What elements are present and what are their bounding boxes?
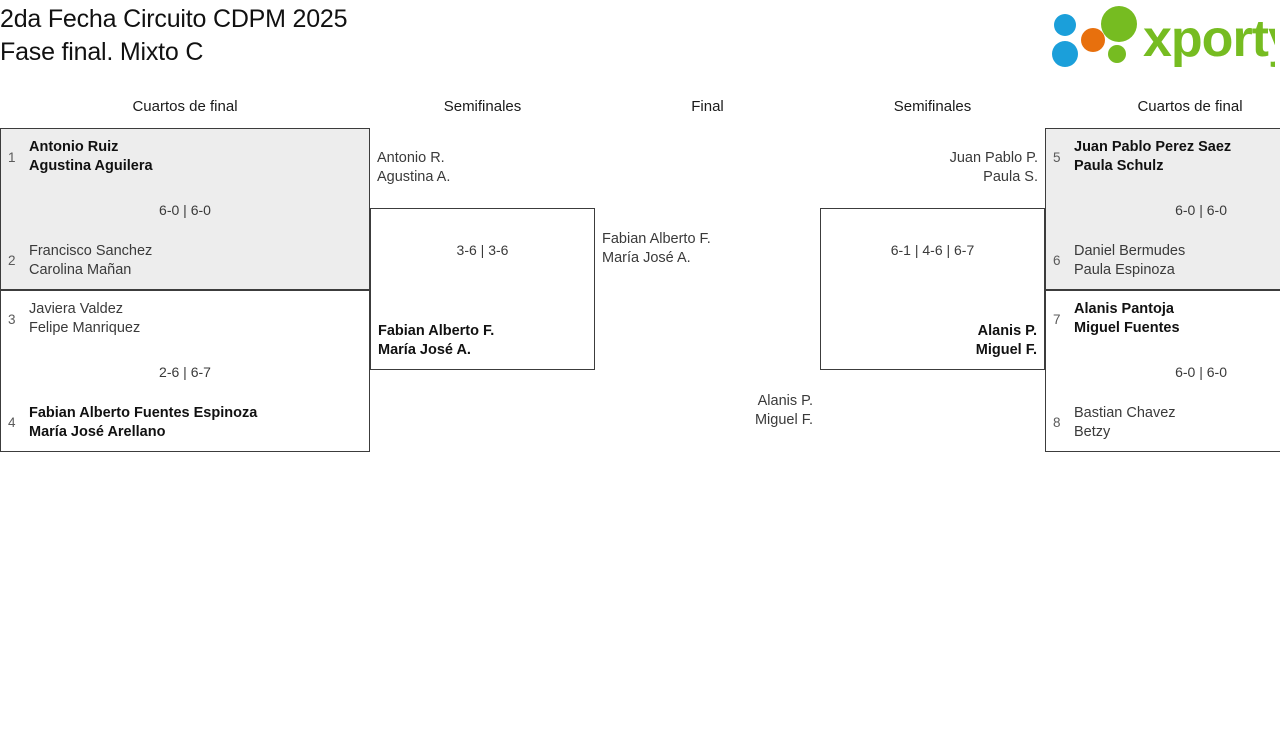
player-name: María José Arellano: [29, 424, 166, 440]
player-name: Paula Schulz: [1074, 158, 1164, 174]
player-name: Juan Pablo P.: [949, 150, 1038, 166]
player-name: Felipe Manriquez: [29, 320, 141, 336]
score-qf3: 6-0 | 6-0: [1175, 202, 1227, 218]
team-qf3-top: Juan Pablo Perez Saez Paula Schulz: [1074, 138, 1231, 176]
xporty-logo[interactable]: xporty: [1043, 6, 1275, 68]
column-header-sf-left: Semifinales: [443, 98, 522, 115]
player-name: Miguel F.: [975, 342, 1037, 358]
column-header-qf-right: Cuartos de final: [1137, 98, 1243, 115]
team-qf1-bottom: Francisco Sanchez Carolina Mañan: [29, 242, 152, 280]
player-name: Paula Espinoza: [1074, 262, 1175, 278]
match-box-qf1[interactable]: 1 Antonio Ruiz Agustina Aguilera 6-0 | 6…: [0, 128, 370, 290]
player-name: Fabian Alberto F.: [602, 231, 711, 247]
player-name: Betzy: [1074, 424, 1111, 440]
player-name: Antonio Ruiz: [29, 139, 119, 155]
player-name: Juan Pablo Perez Saez: [1074, 139, 1232, 155]
seed-number-4: 4: [8, 415, 16, 430]
team-qf1-top: Antonio Ruiz Agustina Aguilera: [29, 138, 153, 176]
page-title: 2da Fecha Circuito CDPM 2025 Fase final.…: [0, 3, 348, 69]
team-qf2-top: Javiera Valdez Felipe Manriquez: [29, 300, 140, 338]
logo-dot-blue-bottom: [1052, 41, 1078, 67]
match-box-sf-right[interactable]: 6-1 | 4-6 | 6-7 Alanis P. Miguel F.: [820, 208, 1045, 370]
team-qf3-bottom: Daniel Bermudes Paula Espinoza: [1074, 242, 1185, 280]
finalist-right: Alanis P. Miguel F.: [755, 392, 813, 430]
seed-number-1: 1: [8, 150, 16, 165]
player-name: Paula S.: [983, 169, 1038, 185]
player-name: Antonio R.: [377, 150, 445, 166]
player-name: Bastian Chavez: [1074, 405, 1176, 421]
seed-number-5: 5: [1053, 150, 1061, 165]
team-sf-right-bottom: Alanis P. Miguel F.: [976, 322, 1037, 360]
page-header: 2da Fecha Circuito CDPM 2025 Fase final.…: [0, 0, 1280, 88]
player-name: María José A.: [602, 250, 691, 266]
player-name: Alanis Pantoja: [1074, 301, 1174, 317]
match-box-qf4[interactable]: 7 Alanis Pantoja Miguel Fuentes 6-0 | 6-…: [1045, 290, 1280, 452]
column-header-final: Final: [691, 98, 724, 115]
match-box-qf2[interactable]: 3 Javiera Valdez Felipe Manriquez 2-6 | …: [0, 290, 370, 452]
logo-wordmark: xporty: [1143, 10, 1275, 68]
player-name: Fabian Alberto Fuentes Espinoza: [29, 405, 258, 421]
logo-dot-blue-top: [1054, 14, 1076, 36]
player-name: Alanis P.: [757, 393, 813, 409]
score-qf1: 6-0 | 6-0: [159, 202, 211, 218]
team-qf2-bottom: Fabian Alberto Fuentes Espinoza María Jo…: [29, 404, 257, 442]
player-name: Daniel Bermudes: [1074, 243, 1186, 259]
score-sf-right: 6-1 | 4-6 | 6-7: [890, 242, 975, 258]
seed-number-3: 3: [8, 312, 16, 327]
score-qf4: 6-0 | 6-0: [1175, 364, 1227, 380]
title-line-2: Fase final. Mixto C: [0, 38, 204, 66]
team-sf-left-bottom: Fabian Alberto F. María José A.: [378, 322, 494, 360]
team-sf-left-top: Antonio R. Agustina A.: [377, 149, 450, 187]
finalist-left: Fabian Alberto F. María José A.: [602, 230, 711, 268]
player-name: Alanis P.: [977, 323, 1037, 339]
player-name: Agustina A.: [377, 169, 451, 185]
seed-number-2: 2: [8, 253, 16, 268]
score-sf-left: 3-6 | 3-6: [456, 242, 509, 258]
score-qf2: 2-6 | 6-7: [159, 364, 211, 380]
player-name: Javiera Valdez: [29, 301, 124, 317]
column-header-sf-right: Semifinales: [893, 98, 972, 115]
team-sf-right-top: Juan Pablo P. Paula S.: [950, 149, 1038, 187]
player-name: Agustina Aguilera: [29, 158, 153, 174]
column-header-qf-left: Cuartos de final: [132, 98, 238, 115]
match-box-qf3[interactable]: 5 Juan Pablo Perez Saez Paula Schulz 6-0…: [1045, 128, 1280, 290]
player-name: Carolina Mañan: [29, 262, 132, 278]
player-name: María José A.: [378, 342, 471, 358]
logo-dot-orange: [1081, 28, 1105, 52]
player-name: Miguel Fuentes: [1074, 320, 1180, 336]
team-qf4-top: Alanis Pantoja Miguel Fuentes: [1074, 300, 1180, 338]
seed-number-8: 8: [1053, 415, 1061, 430]
seed-number-7: 7: [1053, 312, 1061, 327]
player-name: Miguel F.: [754, 412, 813, 428]
logo-dot-green-large: [1101, 6, 1137, 42]
team-qf4-bottom: Bastian Chavez Betzy: [1074, 404, 1176, 442]
seed-number-6: 6: [1053, 253, 1061, 268]
player-name: Fabian Alberto F.: [378, 323, 495, 339]
player-name: Francisco Sanchez: [29, 243, 153, 259]
match-box-sf-left[interactable]: 3-6 | 3-6 Fabian Alberto F. María José A…: [370, 208, 595, 370]
logo-dot-green-small: [1108, 45, 1126, 63]
title-line-1: 2da Fecha Circuito CDPM 2025: [0, 5, 348, 33]
